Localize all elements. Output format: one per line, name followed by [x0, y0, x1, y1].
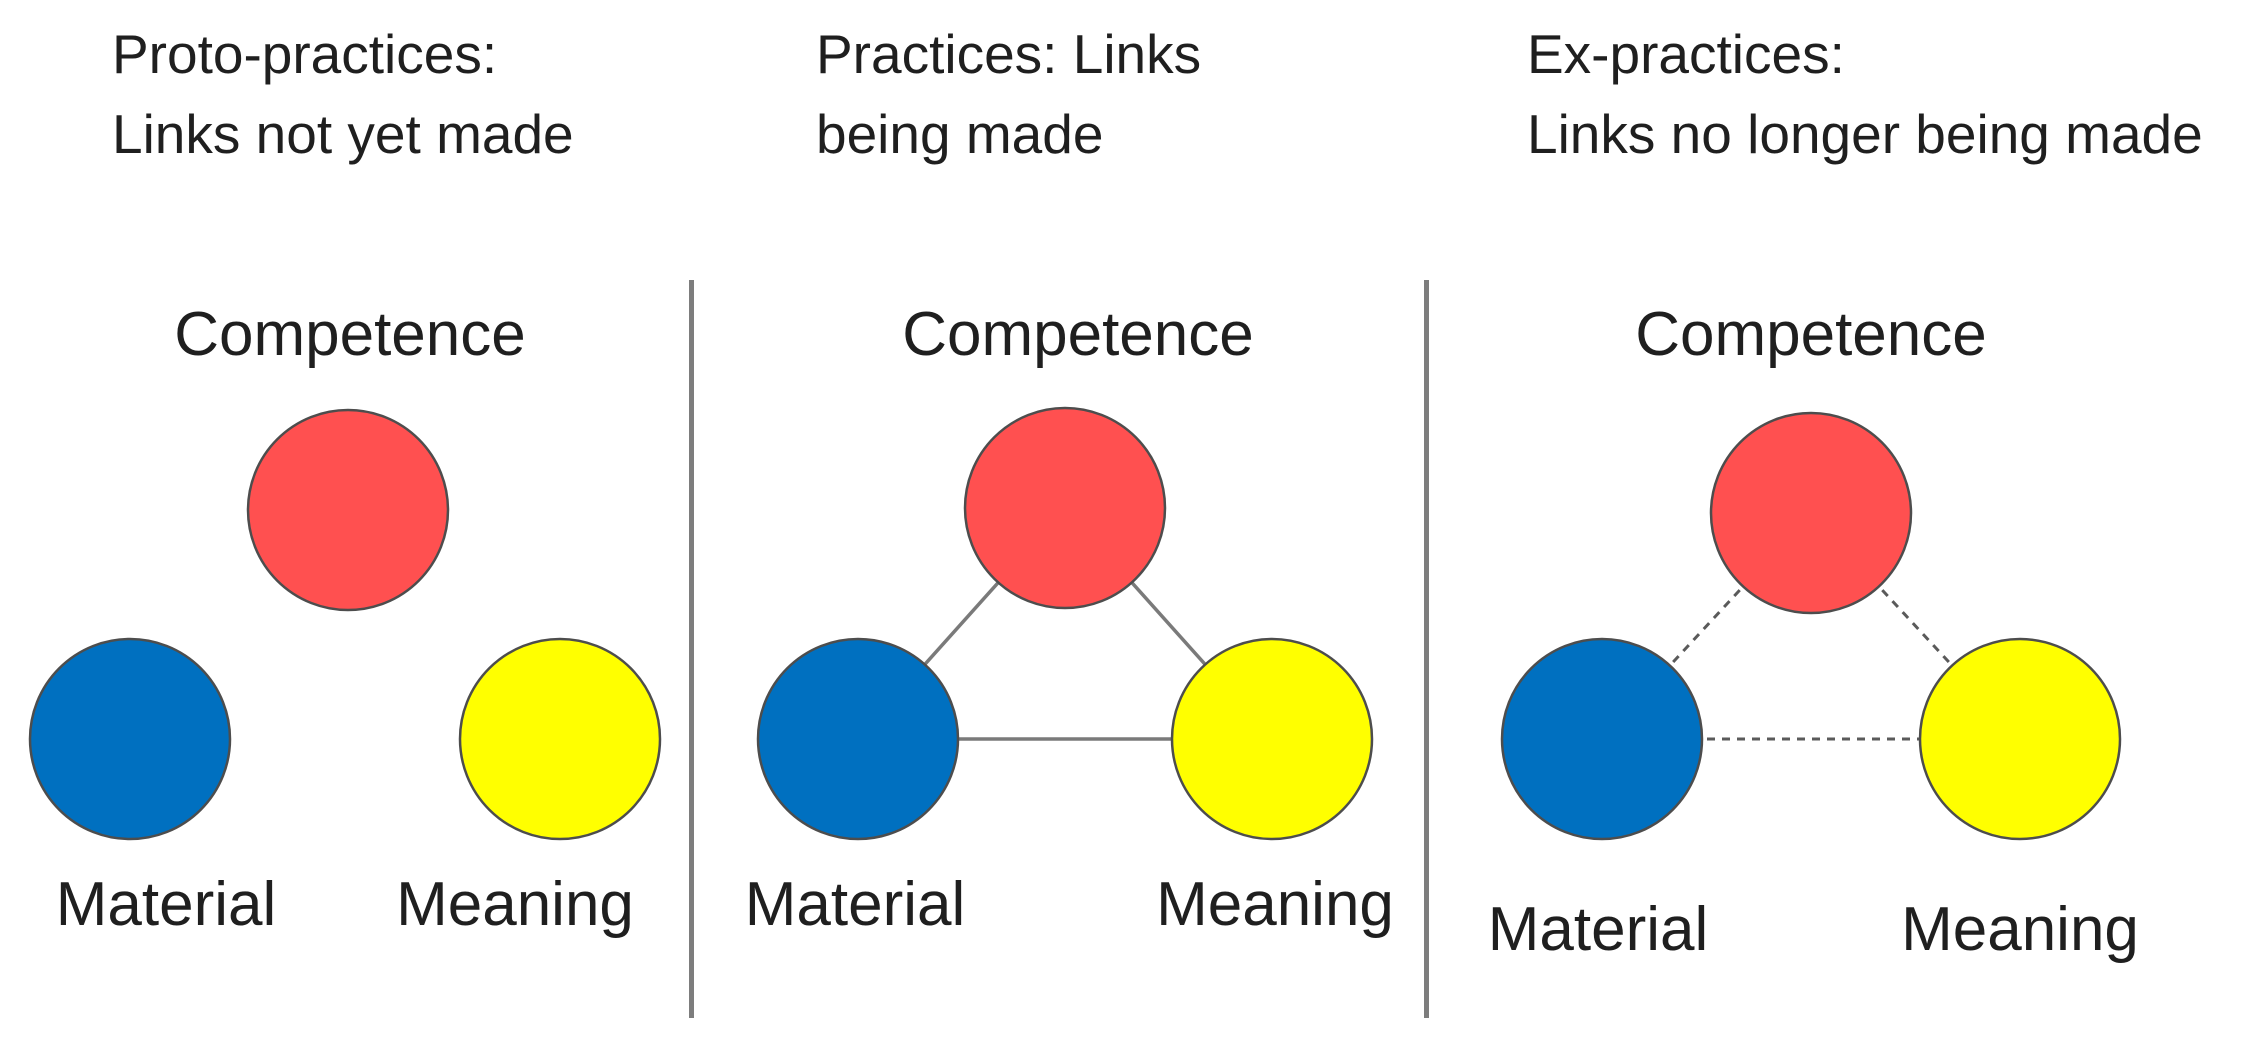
title-line-2: being made — [816, 103, 1104, 165]
ex-practices-nodes: Competence Material Meaning — [1488, 300, 2139, 964]
title-line-2: Links not yet made — [112, 103, 574, 165]
title-line-1: Ex-practices: — [1527, 23, 1845, 85]
meaning-label: Meaning — [1156, 870, 1394, 939]
proto-practices-nodes: Competence Material Meaning — [28, 300, 662, 939]
title-line-1: Practices: Links — [816, 23, 1202, 85]
title-line-2: Links no longer being made — [1527, 103, 2203, 165]
material-node — [28, 637, 232, 841]
title-line-1: Proto-practices: — [112, 23, 498, 85]
competence-label: Competence — [1635, 300, 1987, 369]
material-node — [1500, 637, 1704, 841]
meaning-label: Meaning — [1901, 895, 2139, 964]
material-label: Material — [56, 870, 277, 939]
competence-label: Competence — [174, 300, 526, 369]
competence-label: Competence — [902, 300, 1254, 369]
material-node — [756, 637, 960, 841]
meaning-node — [1170, 637, 1374, 841]
panel-divider-left — [689, 280, 694, 1018]
competence-node — [963, 406, 1167, 610]
material-label: Material — [745, 870, 966, 939]
practices-nodes: Competence Material Meaning — [745, 300, 1394, 939]
meaning-label: Meaning — [396, 870, 634, 939]
panel-title-practices: Practices: Links being made — [816, 14, 1201, 174]
panel-title-proto-practices: Proto-practices: Links not yet made — [112, 14, 574, 174]
panel-title-ex-practices: Ex-practices: Links no longer being made — [1527, 14, 2203, 174]
meaning-node — [1918, 637, 2122, 841]
meaning-node — [458, 637, 662, 841]
material-label: Material — [1488, 895, 1709, 964]
panel-divider-right — [1424, 280, 1429, 1018]
competence-node — [1709, 411, 1913, 615]
competence-node — [246, 408, 450, 612]
